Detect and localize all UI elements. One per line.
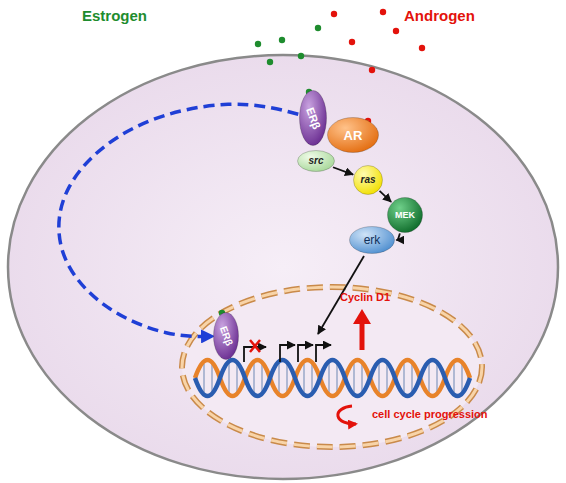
- text-label: Cyclin D1: [340, 291, 390, 303]
- protein-node: erk: [349, 226, 395, 254]
- protein-node: AR: [327, 117, 379, 153]
- transcription-arrow: [244, 347, 266, 362]
- protein-node: ERβ: [299, 90, 327, 146]
- cycle-arrow: [338, 406, 356, 424]
- protein-outline: [300, 91, 327, 146]
- estrogen-molecules: [255, 25, 321, 65]
- protein-name: erk: [364, 234, 381, 246]
- text-label: Androgen: [404, 8, 475, 25]
- protein-name: src: [308, 156, 323, 166]
- protein-outline: [298, 151, 335, 172]
- protein-name: ras: [360, 175, 375, 185]
- block-cross: [250, 340, 260, 352]
- signal-connector: [59, 104, 298, 336]
- protein-node: ras: [353, 165, 383, 195]
- signal-connector: [333, 167, 353, 174]
- protein-outline: [328, 118, 379, 153]
- text-label: Estrogen: [82, 8, 147, 25]
- text-label: cell cycle progression: [372, 408, 488, 420]
- dna-helix: [195, 360, 470, 396]
- signal-connector: [380, 191, 392, 202]
- protein-node: src: [297, 150, 335, 172]
- cell-membrane: [8, 55, 558, 479]
- protein-outline: [214, 313, 239, 360]
- protein-outline: [354, 166, 383, 195]
- protein-outline: [350, 227, 395, 254]
- protein-node: ERβ: [213, 312, 239, 360]
- protein-outline: [388, 198, 423, 233]
- protein-name: MEK: [395, 211, 415, 220]
- signal-connector: [396, 233, 399, 240]
- protein-name: AR: [344, 129, 363, 142]
- protein-node: MEK: [387, 197, 423, 233]
- upregulation-arrow: [353, 309, 371, 350]
- transcription-arrows: [280, 345, 331, 362]
